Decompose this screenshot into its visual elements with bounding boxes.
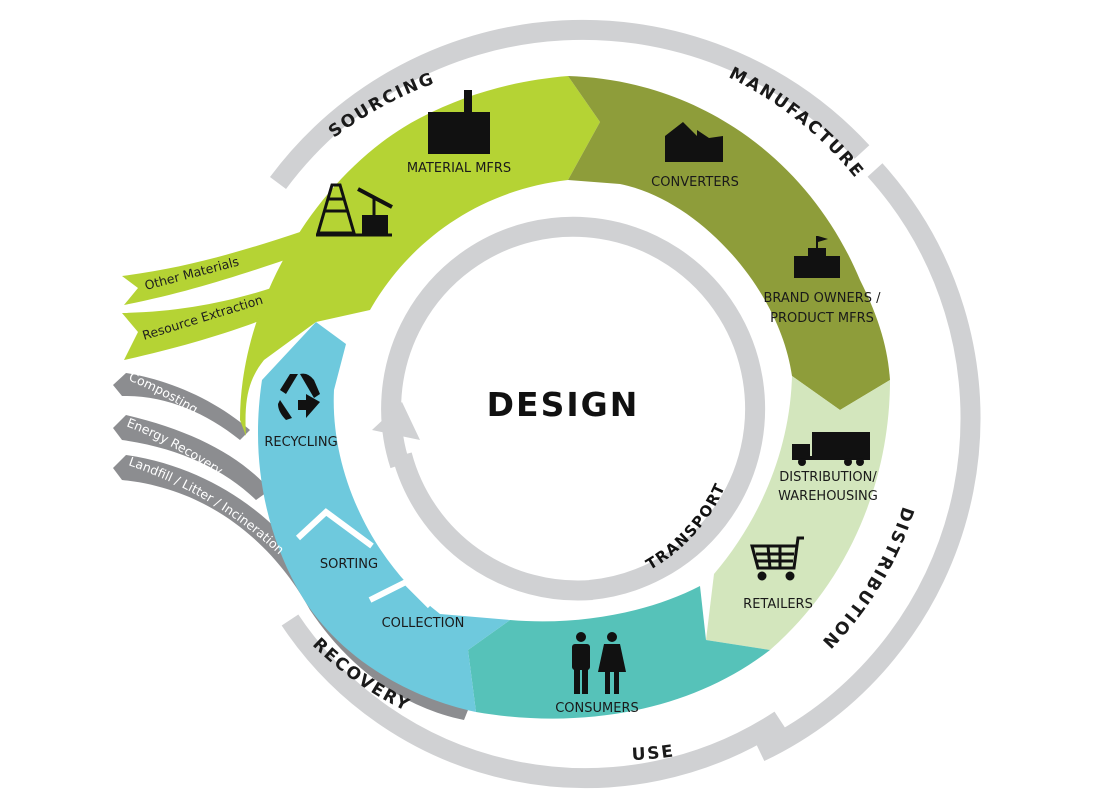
segment-label-distribution-2: WAREHOUSING — [778, 489, 878, 504]
segment-sourcing — [240, 76, 600, 436]
inner-ring-arrow — [372, 402, 420, 440]
ring-arc-right — [755, 163, 981, 762]
segment-manufacture — [568, 76, 890, 410]
recycle-icon — [278, 373, 320, 420]
segment-label-sorting: SORTING — [320, 557, 378, 572]
segment-label-retailers: RETAILERS — [743, 597, 813, 612]
headquarters-icon — [794, 236, 840, 278]
segment-label-brand-owners-1: BRAND OWNERS / — [763, 291, 881, 306]
center-label-design: DESIGN — [487, 385, 640, 424]
separator-collection — [368, 578, 433, 609]
input-bands — [122, 232, 300, 360]
band-resource-extraction — [122, 280, 300, 360]
band-other-materials — [122, 232, 300, 305]
factory-icon — [428, 90, 490, 154]
segment-label-recycling: RECYCLING — [264, 435, 337, 450]
inner-ring-tail — [392, 452, 593, 601]
inner-transport-ring — [372, 216, 766, 601]
segment-label-consumers: CONSUMERS — [555, 701, 639, 716]
ring-arc-top — [269, 19, 870, 189]
inner-ring-main — [381, 216, 766, 600]
consumers-icon — [572, 632, 626, 694]
ring-arc-bottom — [281, 614, 786, 789]
segment-label-material-mfrs: MATERIAL MFRS — [407, 161, 511, 176]
band-composting — [113, 373, 250, 440]
oil-pump-icon — [316, 183, 393, 237]
segment-label-distribution-1: DISTRIBUTION/ — [779, 470, 877, 485]
segment-label-collection: COLLECTION — [382, 616, 465, 631]
segment-label-converters: CONVERTERS — [651, 175, 739, 190]
band-energy — [113, 415, 270, 500]
outer-stage-ring — [269, 19, 981, 789]
segment-recovery — [257, 322, 510, 712]
segment-label-brand-owners-2: PRODUCT MFRS — [770, 311, 874, 326]
converters-building-icon — [665, 122, 723, 162]
stage-label-use: USE — [631, 741, 676, 765]
shopping-cart-icon — [750, 536, 804, 581]
delivery-truck-icon — [792, 432, 870, 466]
separator-sorting — [295, 508, 374, 549]
